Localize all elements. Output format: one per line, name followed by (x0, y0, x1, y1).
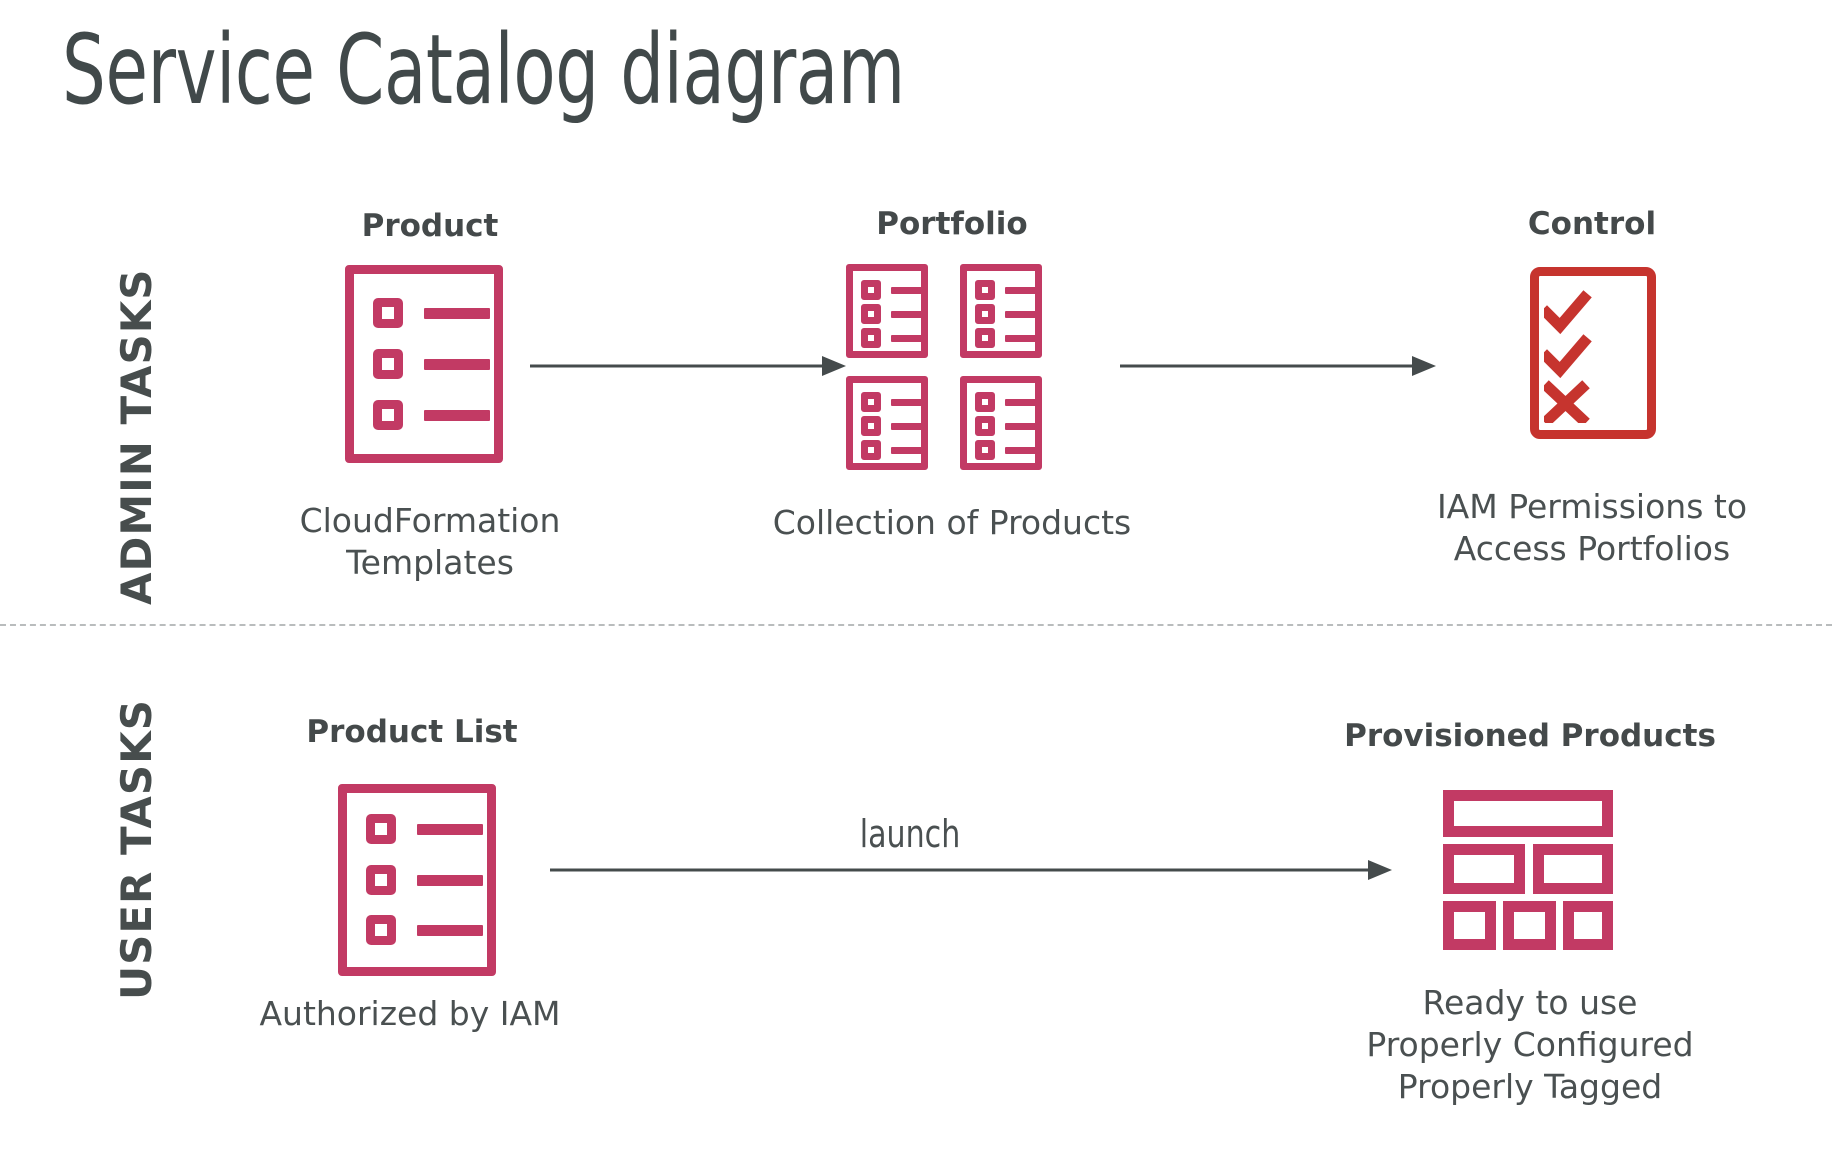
node-caption-product-list: Authorized by IAM (259, 994, 561, 1033)
node-caption-provisioned-products: Ready to use Properly Configured Properl… (1366, 983, 1694, 1107)
portfolio-grid-icon (846, 264, 1042, 470)
node-title-control: Control (1527, 206, 1657, 242)
node-caption-portfolio: Collection of Products (772, 503, 1132, 542)
product-list-document-icon (345, 265, 503, 463)
node-caption-control: IAM Permissions to Access Portfolios (1436, 487, 1748, 569)
provisioned-block (1533, 844, 1613, 894)
node-caption-product: CloudFormation Templates (299, 501, 561, 583)
node-title-provisioned-products: Provisioned Products (1344, 718, 1716, 754)
provisioned-block (1563, 901, 1613, 950)
provisioned-blocks-icon (1443, 790, 1613, 950)
control-checklist-icon (1530, 267, 1656, 439)
provisioned-block (1503, 901, 1556, 950)
arrow-label-launch: launch (859, 812, 961, 856)
control-marks (1544, 290, 1592, 423)
page-title: Service Catalog diagram (62, 14, 905, 126)
arrow-portfolio-to-control (1120, 356, 1436, 376)
node-title-product: Product (361, 208, 499, 244)
provisioned-block (1443, 790, 1613, 837)
product-list-document-icon (338, 784, 496, 976)
section-divider (0, 624, 1832, 626)
node-title-portfolio: Portfolio (876, 206, 1028, 242)
node-title-product-list: Product List (306, 714, 518, 750)
band-label-user-tasks: USER TASKS (112, 699, 161, 1000)
launch-arrow (550, 860, 1392, 880)
provisioned-block (1443, 901, 1496, 950)
band-label-admin-tasks: ADMIN TASKS (112, 268, 161, 606)
provisioned-block (1443, 844, 1525, 894)
arrow-product-to-portfolio (530, 356, 846, 376)
